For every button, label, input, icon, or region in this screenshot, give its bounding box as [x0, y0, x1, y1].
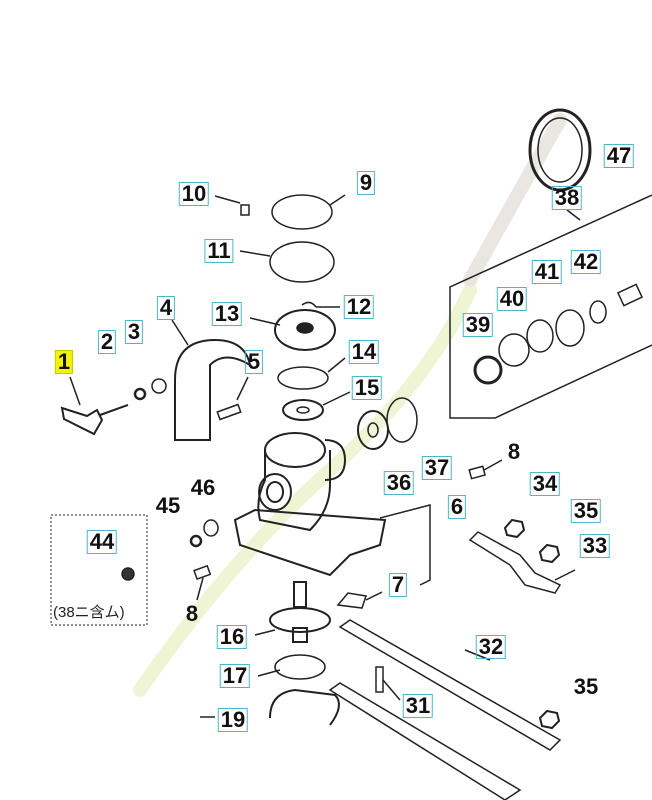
bolt-5 — [216, 403, 242, 421]
bar-lower — [328, 682, 522, 800]
washer-3 — [151, 378, 167, 394]
part-label-32[interactable]: 32 — [475, 635, 507, 659]
part-label-11[interactable]: 11 — [204, 239, 234, 263]
gasket-11 — [269, 241, 335, 283]
part-label-17[interactable]: 17 — [219, 664, 251, 688]
part-label-6[interactable]: 6 — [447, 495, 467, 519]
washer-45 — [189, 534, 203, 548]
part-label-15[interactable]: 15 — [351, 376, 383, 400]
seal-47 — [528, 108, 592, 192]
part-label-10[interactable]: 10 — [178, 182, 210, 206]
washer-2 — [133, 387, 147, 401]
washer-42 — [589, 300, 607, 324]
part-label-44[interactable]: 44 — [86, 530, 118, 554]
part-label-1[interactable]: 1 — [54, 350, 74, 374]
part-label-42[interactable]: 42 — [570, 250, 602, 274]
bar-32 — [338, 619, 562, 751]
nut-35 — [538, 543, 561, 564]
hub-16 — [269, 581, 331, 643]
included-in-38-note: (38ニ含ム) — [53, 604, 125, 621]
shaft-end — [616, 283, 644, 307]
plate-19 — [269, 688, 340, 726]
nut-44 — [121, 567, 135, 581]
part-label-16[interactable]: 16 — [216, 625, 248, 649]
grease-fitting-8 — [468, 465, 486, 480]
part-label-8[interactable]: 8 — [507, 439, 521, 464]
part-label-46[interactable]: 46 — [190, 475, 216, 500]
part-label-14[interactable]: 14 — [348, 340, 380, 364]
note-box-44 — [50, 514, 148, 626]
part-label-40[interactable]: 40 — [496, 287, 528, 311]
part-label-4[interactable]: 4 — [156, 296, 176, 320]
lever-plate-4 — [174, 338, 252, 441]
assembly-38-frame — [449, 194, 652, 419]
part-label-35[interactable]: 35 — [573, 674, 599, 699]
part-label-5[interactable]: 5 — [244, 350, 264, 374]
clamp-lever-1 — [60, 404, 129, 436]
washer-46 — [203, 519, 219, 537]
ring-17 — [274, 654, 326, 680]
part-label-38[interactable]: 38 — [551, 186, 583, 210]
part-label-9[interactable]: 9 — [356, 171, 376, 195]
bearing-40a — [498, 333, 530, 367]
part-label-39[interactable]: 39 — [462, 313, 494, 337]
part-label-8[interactable]: 8 — [185, 601, 199, 626]
part-label-7[interactable]: 7 — [388, 573, 408, 597]
gear-39 — [473, 355, 503, 385]
part-label-37[interactable]: 37 — [421, 456, 453, 480]
part-label-33[interactable]: 33 — [579, 534, 611, 558]
part-label-2[interactable]: 2 — [97, 330, 117, 354]
bracket-33 — [468, 531, 562, 594]
washer-40 — [526, 319, 554, 353]
nut-34 — [503, 518, 526, 539]
nut-35b — [538, 709, 561, 730]
part-label-36[interactable]: 36 — [383, 471, 415, 495]
screw-10 — [240, 204, 250, 216]
part-label-47[interactable]: 47 — [603, 144, 635, 168]
oring-9 — [271, 194, 333, 230]
part-label-3[interactable]: 3 — [124, 320, 144, 344]
part-label-34[interactable]: 34 — [529, 472, 561, 496]
part-label-13[interactable]: 13 — [211, 302, 243, 326]
gear-13 — [274, 309, 336, 351]
part-label-19[interactable]: 19 — [217, 708, 249, 732]
part-label-45[interactable]: 45 — [155, 493, 181, 518]
part-label-31[interactable]: 31 — [402, 694, 434, 718]
clip-12 — [301, 301, 317, 308]
part-label-41[interactable]: 41 — [531, 260, 563, 284]
washer-41 — [555, 309, 585, 347]
part-label-12[interactable]: 12 — [343, 295, 375, 319]
bearing-15 — [282, 399, 324, 421]
ring-14 — [277, 366, 329, 390]
part-label-35[interactable]: 35 — [570, 499, 602, 523]
ring-37 — [386, 397, 418, 443]
bolt-31 — [375, 666, 384, 693]
grease-fitting-8b — [193, 564, 212, 581]
gear-housing-6 — [233, 432, 387, 577]
bracket-7 — [336, 592, 367, 609]
